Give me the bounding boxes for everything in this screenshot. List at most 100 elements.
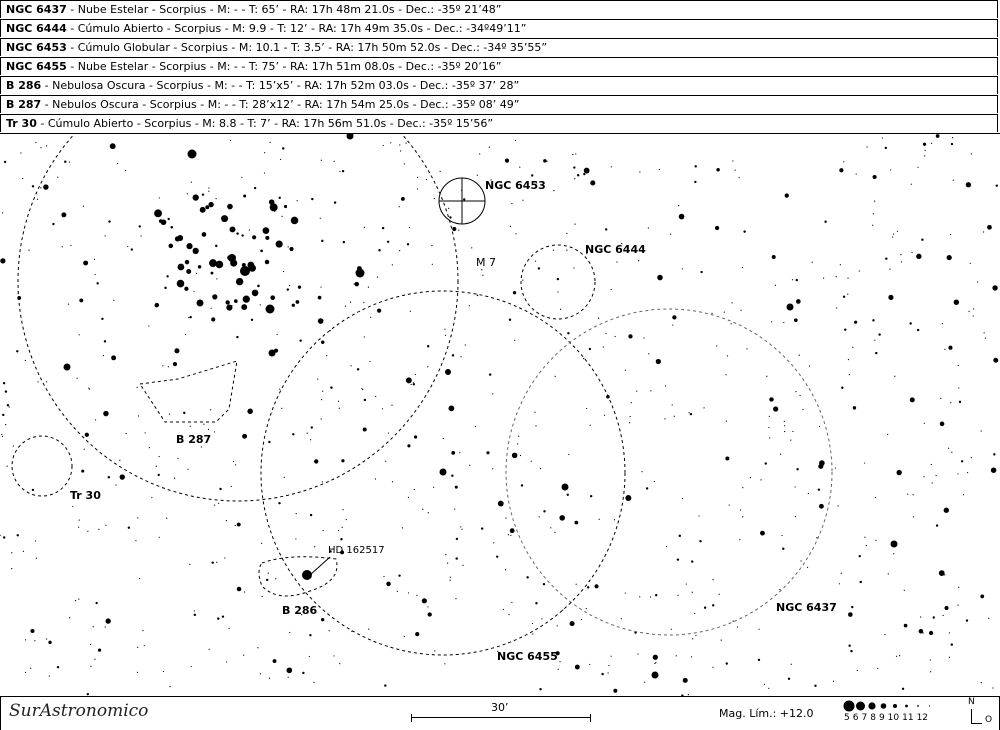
star <box>948 656 951 658</box>
star <box>135 540 137 542</box>
star <box>363 336 365 338</box>
star <box>629 416 631 418</box>
tr30-outline <box>11 435 73 497</box>
star <box>386 240 390 243</box>
star <box>200 446 202 448</box>
star <box>313 681 315 683</box>
star <box>275 240 283 248</box>
star <box>184 333 187 336</box>
star <box>301 614 303 616</box>
star <box>894 375 896 377</box>
star <box>24 639 27 641</box>
star <box>779 588 781 591</box>
star <box>589 663 591 666</box>
star <box>866 146 868 148</box>
star <box>502 608 504 611</box>
star <box>887 573 889 575</box>
star <box>885 257 888 260</box>
star <box>308 655 310 658</box>
star <box>362 427 367 432</box>
star <box>45 145 48 147</box>
star <box>676 558 680 561</box>
star <box>604 228 608 231</box>
star <box>295 538 297 540</box>
star <box>208 187 210 189</box>
star <box>536 182 538 184</box>
star <box>101 317 104 321</box>
label-ngc6444: NGC 6444 <box>585 243 646 256</box>
star <box>283 204 288 209</box>
star <box>573 166 576 169</box>
star <box>655 358 661 365</box>
star <box>105 524 107 526</box>
star <box>725 456 730 461</box>
star <box>589 494 593 498</box>
star <box>921 238 924 241</box>
star <box>278 196 281 199</box>
star <box>6 465 8 467</box>
star <box>234 464 237 466</box>
star <box>780 453 782 455</box>
star <box>932 616 935 619</box>
star <box>242 295 250 303</box>
star <box>413 488 415 491</box>
star <box>951 137 954 139</box>
star <box>847 293 849 295</box>
star <box>355 268 365 278</box>
star <box>636 390 638 392</box>
star <box>208 201 214 208</box>
star <box>624 592 626 594</box>
star <box>716 345 718 347</box>
star <box>875 351 878 355</box>
star <box>575 583 577 585</box>
star <box>526 576 529 579</box>
star <box>917 166 919 168</box>
star <box>918 628 924 634</box>
star <box>330 386 333 389</box>
star <box>741 266 743 269</box>
star <box>638 260 640 262</box>
star <box>872 174 877 180</box>
star <box>924 149 926 152</box>
star <box>559 515 565 521</box>
star <box>349 301 352 303</box>
star <box>427 366 429 368</box>
star <box>557 668 559 670</box>
star <box>8 406 10 408</box>
star <box>691 591 693 593</box>
star <box>109 143 116 150</box>
star <box>4 390 8 393</box>
star <box>199 206 206 213</box>
star <box>923 476 925 478</box>
star <box>678 534 682 538</box>
star <box>791 279 794 281</box>
star <box>317 295 322 300</box>
star <box>78 519 80 521</box>
star <box>539 687 542 691</box>
sky-map[interactable]: M 7 NGC 6453 NGC 6444 B 287 Tr 30 HD 162… <box>0 60 1000 697</box>
star <box>34 640 36 642</box>
star <box>818 425 821 427</box>
star <box>987 224 992 230</box>
star <box>289 631 291 634</box>
star <box>322 390 324 392</box>
star <box>736 626 739 628</box>
star <box>856 669 858 672</box>
star <box>958 586 960 588</box>
star <box>598 317 600 319</box>
star <box>409 310 411 312</box>
star <box>167 366 169 368</box>
star <box>476 174 478 176</box>
star <box>559 308 562 310</box>
star <box>0 534 1 536</box>
star <box>162 365 164 367</box>
star <box>439 468 447 476</box>
star <box>3 160 7 164</box>
star <box>236 232 239 235</box>
star <box>874 496 877 499</box>
star <box>216 561 218 563</box>
star <box>912 494 914 496</box>
star <box>383 575 385 578</box>
star <box>137 415 140 417</box>
star <box>601 672 604 676</box>
